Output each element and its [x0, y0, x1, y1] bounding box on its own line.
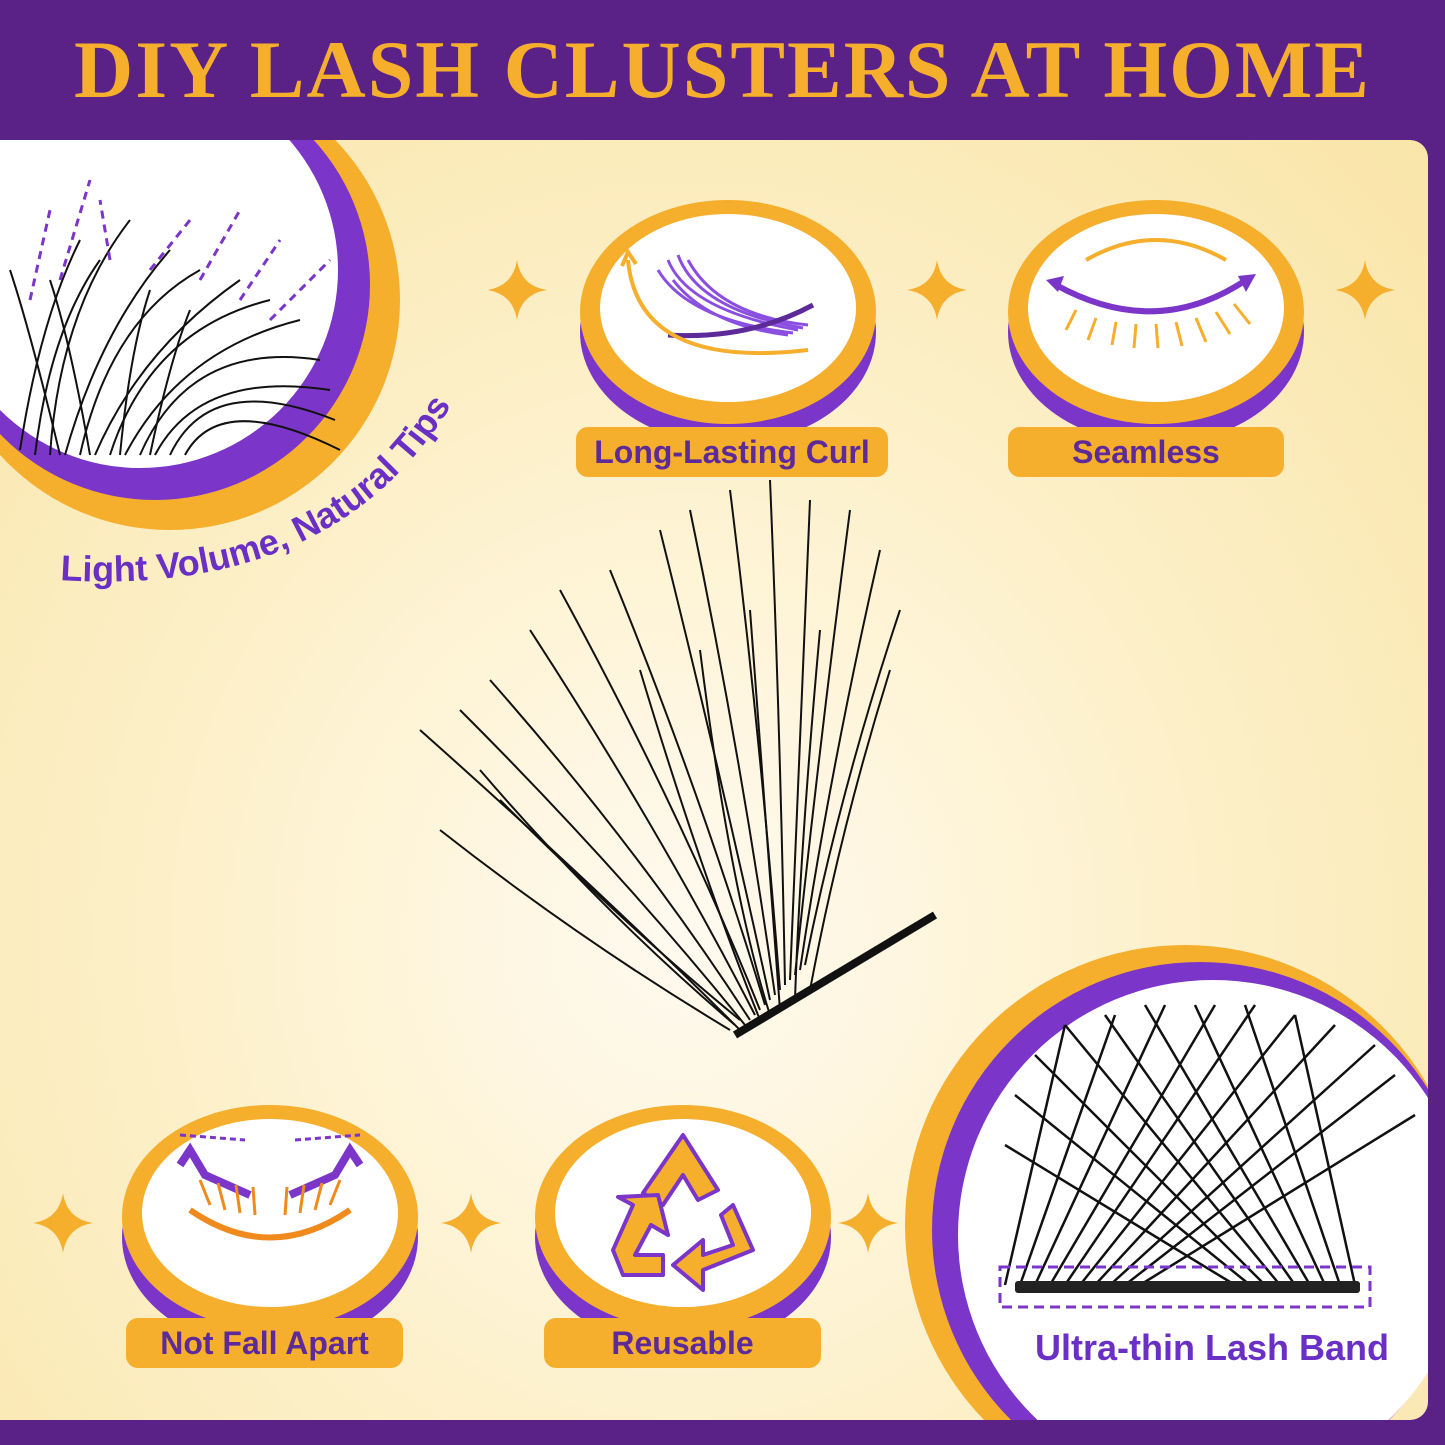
seamless-label: Seamless [1072, 433, 1220, 470]
sparkle-icon [441, 1193, 501, 1253]
header-bar: DIY LASH CLUSTERS AT HOME [0, 0, 1445, 140]
curl-badge: Long-Lasting Curl [576, 427, 888, 477]
sparkle-icon [1335, 260, 1395, 320]
reusable-badge: Reusable [544, 1318, 821, 1368]
curl-label: Long-Lasting Curl [594, 433, 870, 470]
light-volume-text: Light Volume, Natural Tips [60, 387, 458, 589]
sparkle-icon [838, 1193, 898, 1253]
reusable-label: Reusable [611, 1324, 754, 1361]
curl-icon [580, 200, 876, 444]
content-panel: Light Volume, Natural Tips Long-Lasting … [0, 140, 1428, 1420]
sparkle-icon [487, 260, 547, 320]
svg-text:Light Volume, Natural Tips: Light Volume, Natural Tips [60, 387, 458, 589]
sparkle-icon [33, 1193, 93, 1253]
not-fall-apart-icon [122, 1105, 418, 1349]
lash-band-label: Ultra-thin Lash Band [1035, 1327, 1390, 1368]
light-volume-circle [0, 140, 400, 530]
seamless-badge: Seamless [1008, 427, 1284, 477]
reusable-icon [535, 1105, 831, 1349]
lash-cluster-image [419, 479, 938, 1039]
not-fall-apart-label: Not Fall Apart [160, 1324, 369, 1361]
page-title: DIY LASH CLUSTERS AT HOME [73, 24, 1372, 115]
not-fall-apart-badge: Not Fall Apart [126, 1318, 403, 1368]
seamless-icon [1008, 200, 1304, 444]
light-volume-label: Light Volume, Natural Tips [60, 387, 458, 589]
sparkle-icon [907, 260, 967, 320]
lash-band-circle [905, 945, 1428, 1420]
